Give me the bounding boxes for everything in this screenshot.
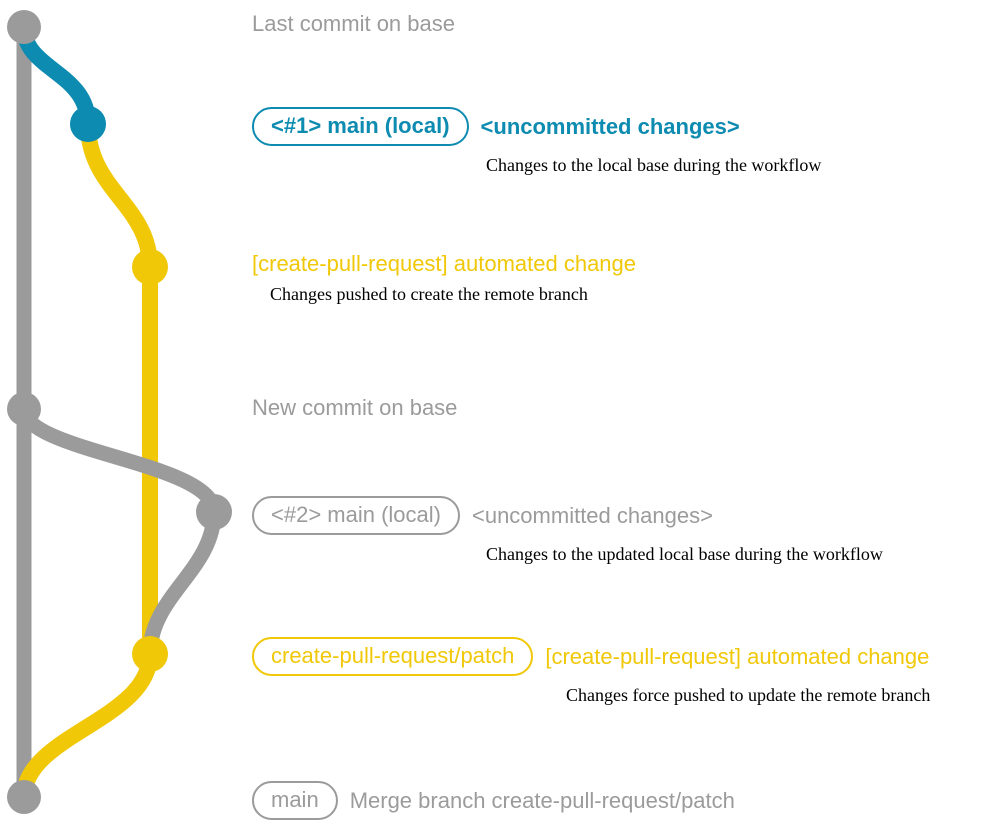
commit-subtext: Changes to the local base during the wor… <box>486 155 822 176</box>
branch-pill-local-main-1[interactable]: <#1> main (local) <box>252 107 469 147</box>
commit-node-automated-change-1[interactable] <box>132 249 168 285</box>
commit-headline: <uncommitted changes> <box>480 114 740 139</box>
commit-subtext: Changes pushed to create the remote bran… <box>270 284 588 305</box>
row-main: create-pull-request/patch [create-pull-r… <box>252 637 930 677</box>
commit-headline: [create-pull-request] automated change <box>252 251 637 276</box>
row-main: Last commit on base <box>252 12 455 35</box>
commit-node-merge-commit[interactable] <box>7 780 41 814</box>
branch-pill-create-pull-request-patch[interactable]: create-pull-request/patch <box>252 637 534 677</box>
row-main: <#2> main (local) <uncommitted changes> <box>252 496 713 536</box>
commit-node-local-main-1[interactable] <box>70 106 106 142</box>
row-main: <#1> main (local) <uncommitted changes> <box>252 107 740 147</box>
commit-headline: Last commit on base <box>252 11 455 36</box>
commit-headline: [create-pull-request] automated change <box>545 644 930 669</box>
commit-row-local-main-1: <#1> main (local) <uncommitted changes> … <box>252 107 821 176</box>
commit-node-last-commit-on-base[interactable] <box>7 10 41 44</box>
branch-pill-main[interactable]: main <box>252 781 338 821</box>
commit-row-local-main-2: <#2> main (local) <uncommitted changes> … <box>252 496 883 565</box>
commit-node-new-commit-on-base[interactable] <box>7 392 41 426</box>
commit-row-merge-commit: main Merge branch create-pull-request/pa… <box>252 781 735 821</box>
yellow-merge-line <box>16 646 158 805</box>
commit-node-local-main-2[interactable] <box>196 494 232 530</box>
row-main: [create-pull-request] automated change <box>252 252 636 275</box>
row-main: New commit on base <box>252 396 457 419</box>
branch-pill-local-main-2[interactable]: <#2> main (local) <box>252 496 460 536</box>
commit-node-automated-change-2[interactable] <box>132 636 168 672</box>
commit-headline: New commit on base <box>252 395 458 420</box>
commit-row-last-commit-on-base: Last commit on base <box>252 12 455 35</box>
commit-headline: Merge branch create-pull-request/patch <box>349 788 735 813</box>
commit-row-new-commit-on-base: New commit on base <box>252 396 457 419</box>
commit-row-automated-change-1: [create-pull-request] automated change C… <box>252 252 636 305</box>
commit-subtext: Changes to the updated local base during… <box>486 544 883 565</box>
commit-headline: <uncommitted changes> <box>471 503 713 528</box>
commit-subtext: Changes force pushed to update the remot… <box>566 685 931 706</box>
commit-row-automated-change-2: create-pull-request/patch [create-pull-r… <box>252 637 930 706</box>
row-main: main Merge branch create-pull-request/pa… <box>252 781 735 821</box>
